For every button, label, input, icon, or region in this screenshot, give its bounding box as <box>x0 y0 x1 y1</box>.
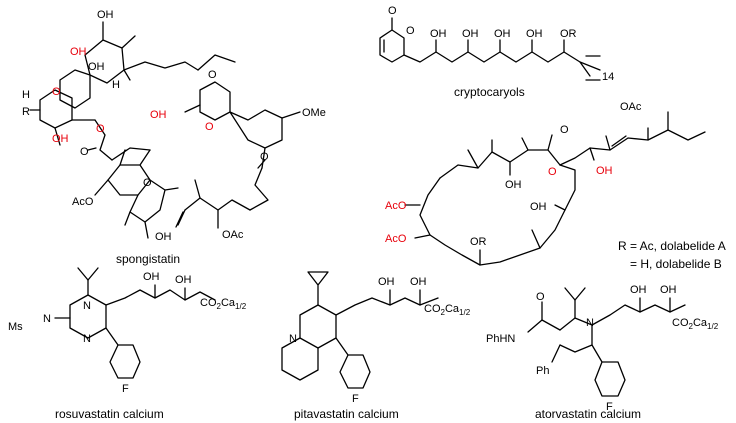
ro-ms: Ms <box>8 321 23 333</box>
sp-o-spiro1: O <box>143 177 152 189</box>
at-n: N <box>586 317 594 329</box>
sp-oh-left2: OH <box>88 61 105 73</box>
cr-oh-3: OH <box>494 28 511 40</box>
atorvastatin-structure: O PhHN Ph N F OH OH CO2Ca1/2 <box>486 284 719 413</box>
pi-f: F <box>352 393 359 405</box>
pi-n: N <box>289 333 297 345</box>
ro-oh-2: OH <box>175 274 192 286</box>
ro-f: F <box>122 383 129 395</box>
do-or: OR <box>470 236 487 248</box>
sp-h-2: H <box>22 89 30 101</box>
sp-oh-top: OH <box>97 9 114 21</box>
sp-oac-left: AcO <box>72 196 94 208</box>
sp-ome: OMe <box>302 107 326 119</box>
sp-r: R <box>22 106 30 118</box>
pi-oh-1: OH <box>378 276 395 288</box>
sp-o-ketone: O <box>260 151 269 163</box>
do-oh-2: OH <box>596 165 613 177</box>
at-f: F <box>606 401 613 413</box>
sp-oh-bottom: OH <box>155 231 172 243</box>
pi-oh-2: OH <box>410 276 427 288</box>
cr-or: OR <box>560 28 577 40</box>
ro-n-1: N <box>83 300 91 312</box>
cr-o-carbonyl: O <box>388 5 397 17</box>
cr-oh-4: OH <box>526 28 543 40</box>
dolabelide-structure: OAc O O OH OH OH AcO AcO OR <box>385 101 706 266</box>
at-phhn: PhHN <box>486 333 515 345</box>
do-o-carbonyl: O <box>560 124 569 136</box>
rosuvastatin-structure: N N N Ms F OH OH CO2Ca1/2 <box>8 267 247 395</box>
ro-n-ms: N <box>43 313 51 325</box>
do-oac: OAc <box>620 101 642 113</box>
do-aco-1: AcO <box>385 200 407 212</box>
caption-spongistatin: spongistatin <box>116 252 180 266</box>
sp-o-ester: O <box>96 123 105 135</box>
at-co: CO2Ca1/2 <box>672 317 719 331</box>
cr-o-ring: O <box>406 25 415 37</box>
ro-co: CO2Ca1/2 <box>200 297 247 311</box>
sp-h-1: H <box>112 79 120 91</box>
dolabelide-note-line1: R = Ac, dolabelide A <box>618 239 726 253</box>
at-o: O <box>536 291 545 303</box>
cr-n14: 14 <box>602 71 614 83</box>
do-oh-1: OH <box>505 179 522 191</box>
ro-oh-1: OH <box>143 271 160 283</box>
pi-co: CO2Ca1/2 <box>424 303 471 317</box>
do-ho: OH <box>530 201 547 213</box>
ro-n-2: N <box>83 333 91 345</box>
sp-oac-right: OAc <box>222 229 244 241</box>
caption-cryptocaryols: cryptocaryols <box>454 85 525 99</box>
do-aco-2: AcO <box>385 233 407 245</box>
sp-o-spiro3: O <box>205 121 214 133</box>
caption-atorvastatin: atorvastatin calcium <box>535 407 641 421</box>
at-oh-1: OH <box>630 284 647 296</box>
cryptocaryols-structure: O O OH OH OH OH OR 14 <box>379 5 614 83</box>
sp-oh-left1: OH <box>70 46 87 58</box>
caption-pitavastatin: pitavastatin calcium <box>294 407 399 421</box>
pitavastatin-structure: N F OH OH CO2Ca1/2 <box>281 271 471 405</box>
sp-o-ring: O <box>52 86 61 98</box>
caption-rosuvastatin: rosuvastatin calcium <box>55 407 164 421</box>
sp-oh-left3: OH <box>52 133 69 145</box>
spongistatin-structure: OH OH OH H H R O OH O O AcO O OH OH O O … <box>22 9 326 243</box>
cr-oh-2: OH <box>462 28 479 40</box>
sp-o-carbonyl: O <box>80 146 89 158</box>
sp-oh-right: OH <box>150 109 167 121</box>
at-oh-2: OH <box>660 284 677 296</box>
cr-oh-1: OH <box>430 28 447 40</box>
at-ph: Ph <box>536 365 549 377</box>
dolabelide-note-line2: = H, dolabelide B <box>630 257 722 271</box>
sp-o-spiro2: O <box>208 69 217 81</box>
do-o-ester: O <box>548 166 557 178</box>
